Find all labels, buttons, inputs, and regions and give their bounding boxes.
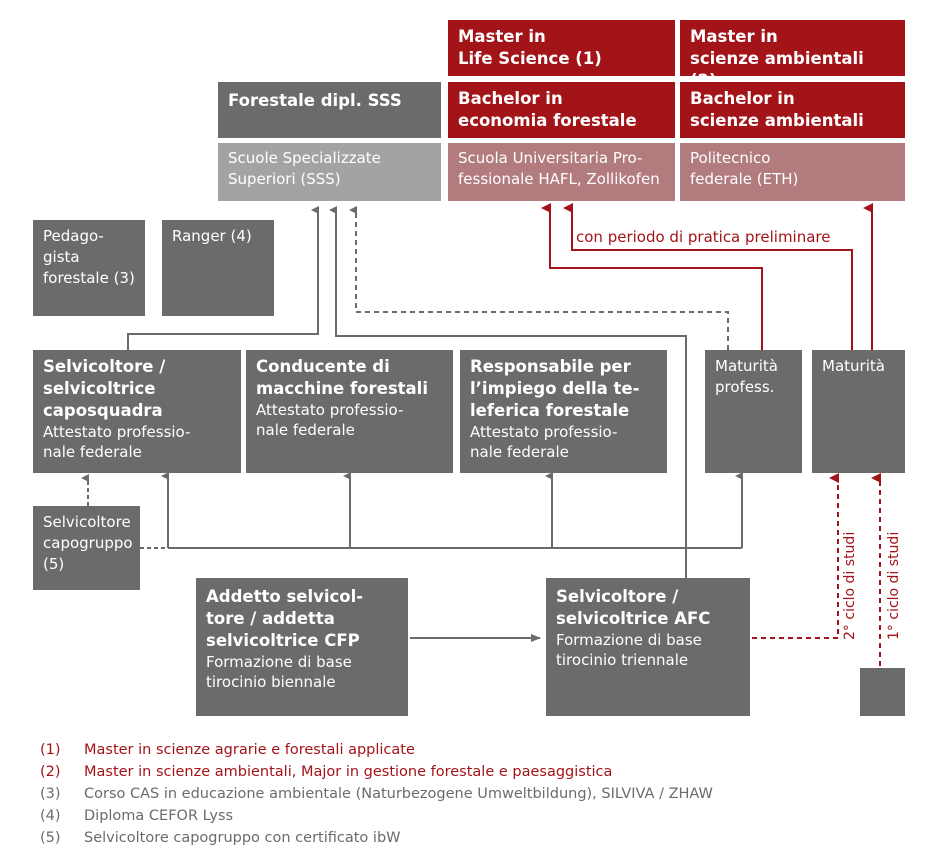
footnote-5-text: Selvicoltore capogruppo con certificato …	[84, 830, 401, 846]
secondo-ciclo-label: 2° ciclo di studi	[842, 531, 858, 640]
selvicoltore-afc-title: Selvicoltore / selvicoltrice AFC	[556, 587, 711, 628]
pedagogista-forestale-box: Pedago- gista forestale (3)	[33, 220, 145, 316]
footnote-1: (1) Master in scienze agrarie e forestali…	[40, 740, 415, 760]
caposquadra-title: Selvicoltore / selvicoltrice caposquadra	[43, 357, 166, 420]
hafl-box: Scuola Universitaria Pro- fessionale HAF…	[448, 143, 675, 201]
master-life-science-box: Master in Life Science (1)	[448, 20, 675, 76]
footnote-3-num: (3)	[40, 786, 61, 802]
afc-to-maturita-dashed	[752, 473, 839, 639]
conducente-box: Conducente di macchine forestali Attesta…	[246, 350, 453, 473]
hafl-text: Scuola Universitaria Pro- fessionale HAF…	[458, 149, 660, 188]
forestale-sss-box: Forestale dipl. SSS	[218, 82, 441, 138]
footnote-2-text: Master in scienze ambientali, Major in g…	[84, 764, 613, 780]
pratica-to-hafl-line	[563, 203, 853, 350]
caposquadra-subtitle: Attestato professio- nale federale	[43, 423, 191, 461]
footnote-5-num: (5)	[40, 830, 61, 846]
conducente-title: Conducente di macchine forestali	[256, 357, 428, 398]
footnote-2: (2) Master in scienze ambientali, Major i…	[40, 762, 612, 782]
footnote-4-text: Diploma CEFOR Lyss	[84, 808, 234, 824]
ranger-box: Ranger (4)	[162, 220, 274, 316]
teleferica-title: Responsabile per l’impiego della te- lef…	[470, 357, 640, 420]
scuole-sss-box: Scuole Specializzate Superiori (SSS)	[218, 143, 441, 201]
ranger-text: Ranger (4)	[172, 227, 252, 245]
footnote-2-num: (2)	[40, 764, 61, 780]
pratica-preliminare-label: con periodo di pratica preliminare	[576, 228, 831, 246]
pedagogista-forestale-text: Pedago- gista forestale (3)	[43, 227, 135, 287]
footnote-5: (5) Selvicoltore capogruppo con certifica…	[40, 828, 400, 848]
forestale-sss-title: Forestale dipl. SSS	[228, 91, 402, 110]
maturita-prof-to-hafl-line	[541, 203, 763, 350]
master-scienze-ambientali-title: Master in scienze ambientali (2)	[690, 27, 864, 76]
scuola-base-box	[860, 668, 905, 716]
bachelor-economia-forestale-title: Bachelor in economia forestale	[458, 89, 637, 130]
footnote-4: (4) Diploma CEFOR Lyss	[40, 806, 233, 826]
addetto-cfp-box: Addetto selvicol- tore / addetta selvico…	[196, 578, 408, 716]
footnote-1-text: Master in scienze agrarie e forestali ap…	[84, 742, 415, 758]
bachelor-economia-forestale-box: Bachelor in economia forestale	[448, 82, 675, 138]
maturita-professionale-box: Maturità profess.	[705, 350, 802, 473]
maturita-professionale-text: Maturità profess.	[715, 357, 778, 396]
bachelor-scienze-ambientali-box: Bachelor in scienze ambientali	[680, 82, 905, 138]
footnote-3: (3) Corso CAS in educazione ambientale (N…	[40, 784, 713, 804]
footnote-1-num: (1)	[40, 742, 61, 758]
maturita-prof-to-sss-dashed	[349, 206, 729, 350]
conducente-subtitle: Attestato professio- nale federale	[256, 401, 404, 439]
capogruppo-text: Selvicoltore capogruppo (5)	[43, 513, 133, 573]
selvicoltore-afc-subtitle: Formazione di base tirocinio triennale	[556, 631, 702, 669]
capogruppo-box: Selvicoltore capogruppo (5)	[33, 506, 140, 590]
eth-text: Politecnico federale (ETH)	[690, 149, 799, 188]
caposquadra-box: Selvicoltore / selvicoltrice caposquadra…	[33, 350, 241, 473]
bachelor-scienze-ambientali-title: Bachelor in scienze ambientali	[690, 89, 864, 130]
teleferica-subtitle: Attestato professio- nale federale	[470, 423, 618, 461]
addetto-cfp-subtitle: Formazione di base tirocinio biennale	[206, 653, 352, 691]
primo-ciclo-label: 1° ciclo di studi	[886, 531, 902, 640]
maturita-text: Maturità	[822, 357, 885, 375]
footnote-3-text: Corso CAS in educazione ambientale (Natu…	[84, 786, 713, 802]
caposquadra-to-sss-line	[127, 206, 319, 350]
master-life-science-title: Master in Life Science (1)	[458, 27, 602, 68]
selvicoltore-afc-box: Selvicoltore / selvicoltrice AFC Formazi…	[546, 578, 750, 716]
afc-to-sss-line	[329, 206, 687, 578]
addetto-cfp-title: Addetto selvicol- tore / addetta selvico…	[206, 587, 364, 650]
scuole-sss-text: Scuole Specializzate Superiori (SSS)	[228, 149, 381, 188]
maturita-box: Maturità	[812, 350, 905, 473]
master-scienze-ambientali-box: Master in scienze ambientali (2)	[680, 20, 905, 76]
eth-box: Politecnico federale (ETH)	[680, 143, 905, 201]
teleferica-box: Responsabile per l’impiego della te- lef…	[460, 350, 667, 473]
footnote-4-num: (4)	[40, 808, 61, 824]
